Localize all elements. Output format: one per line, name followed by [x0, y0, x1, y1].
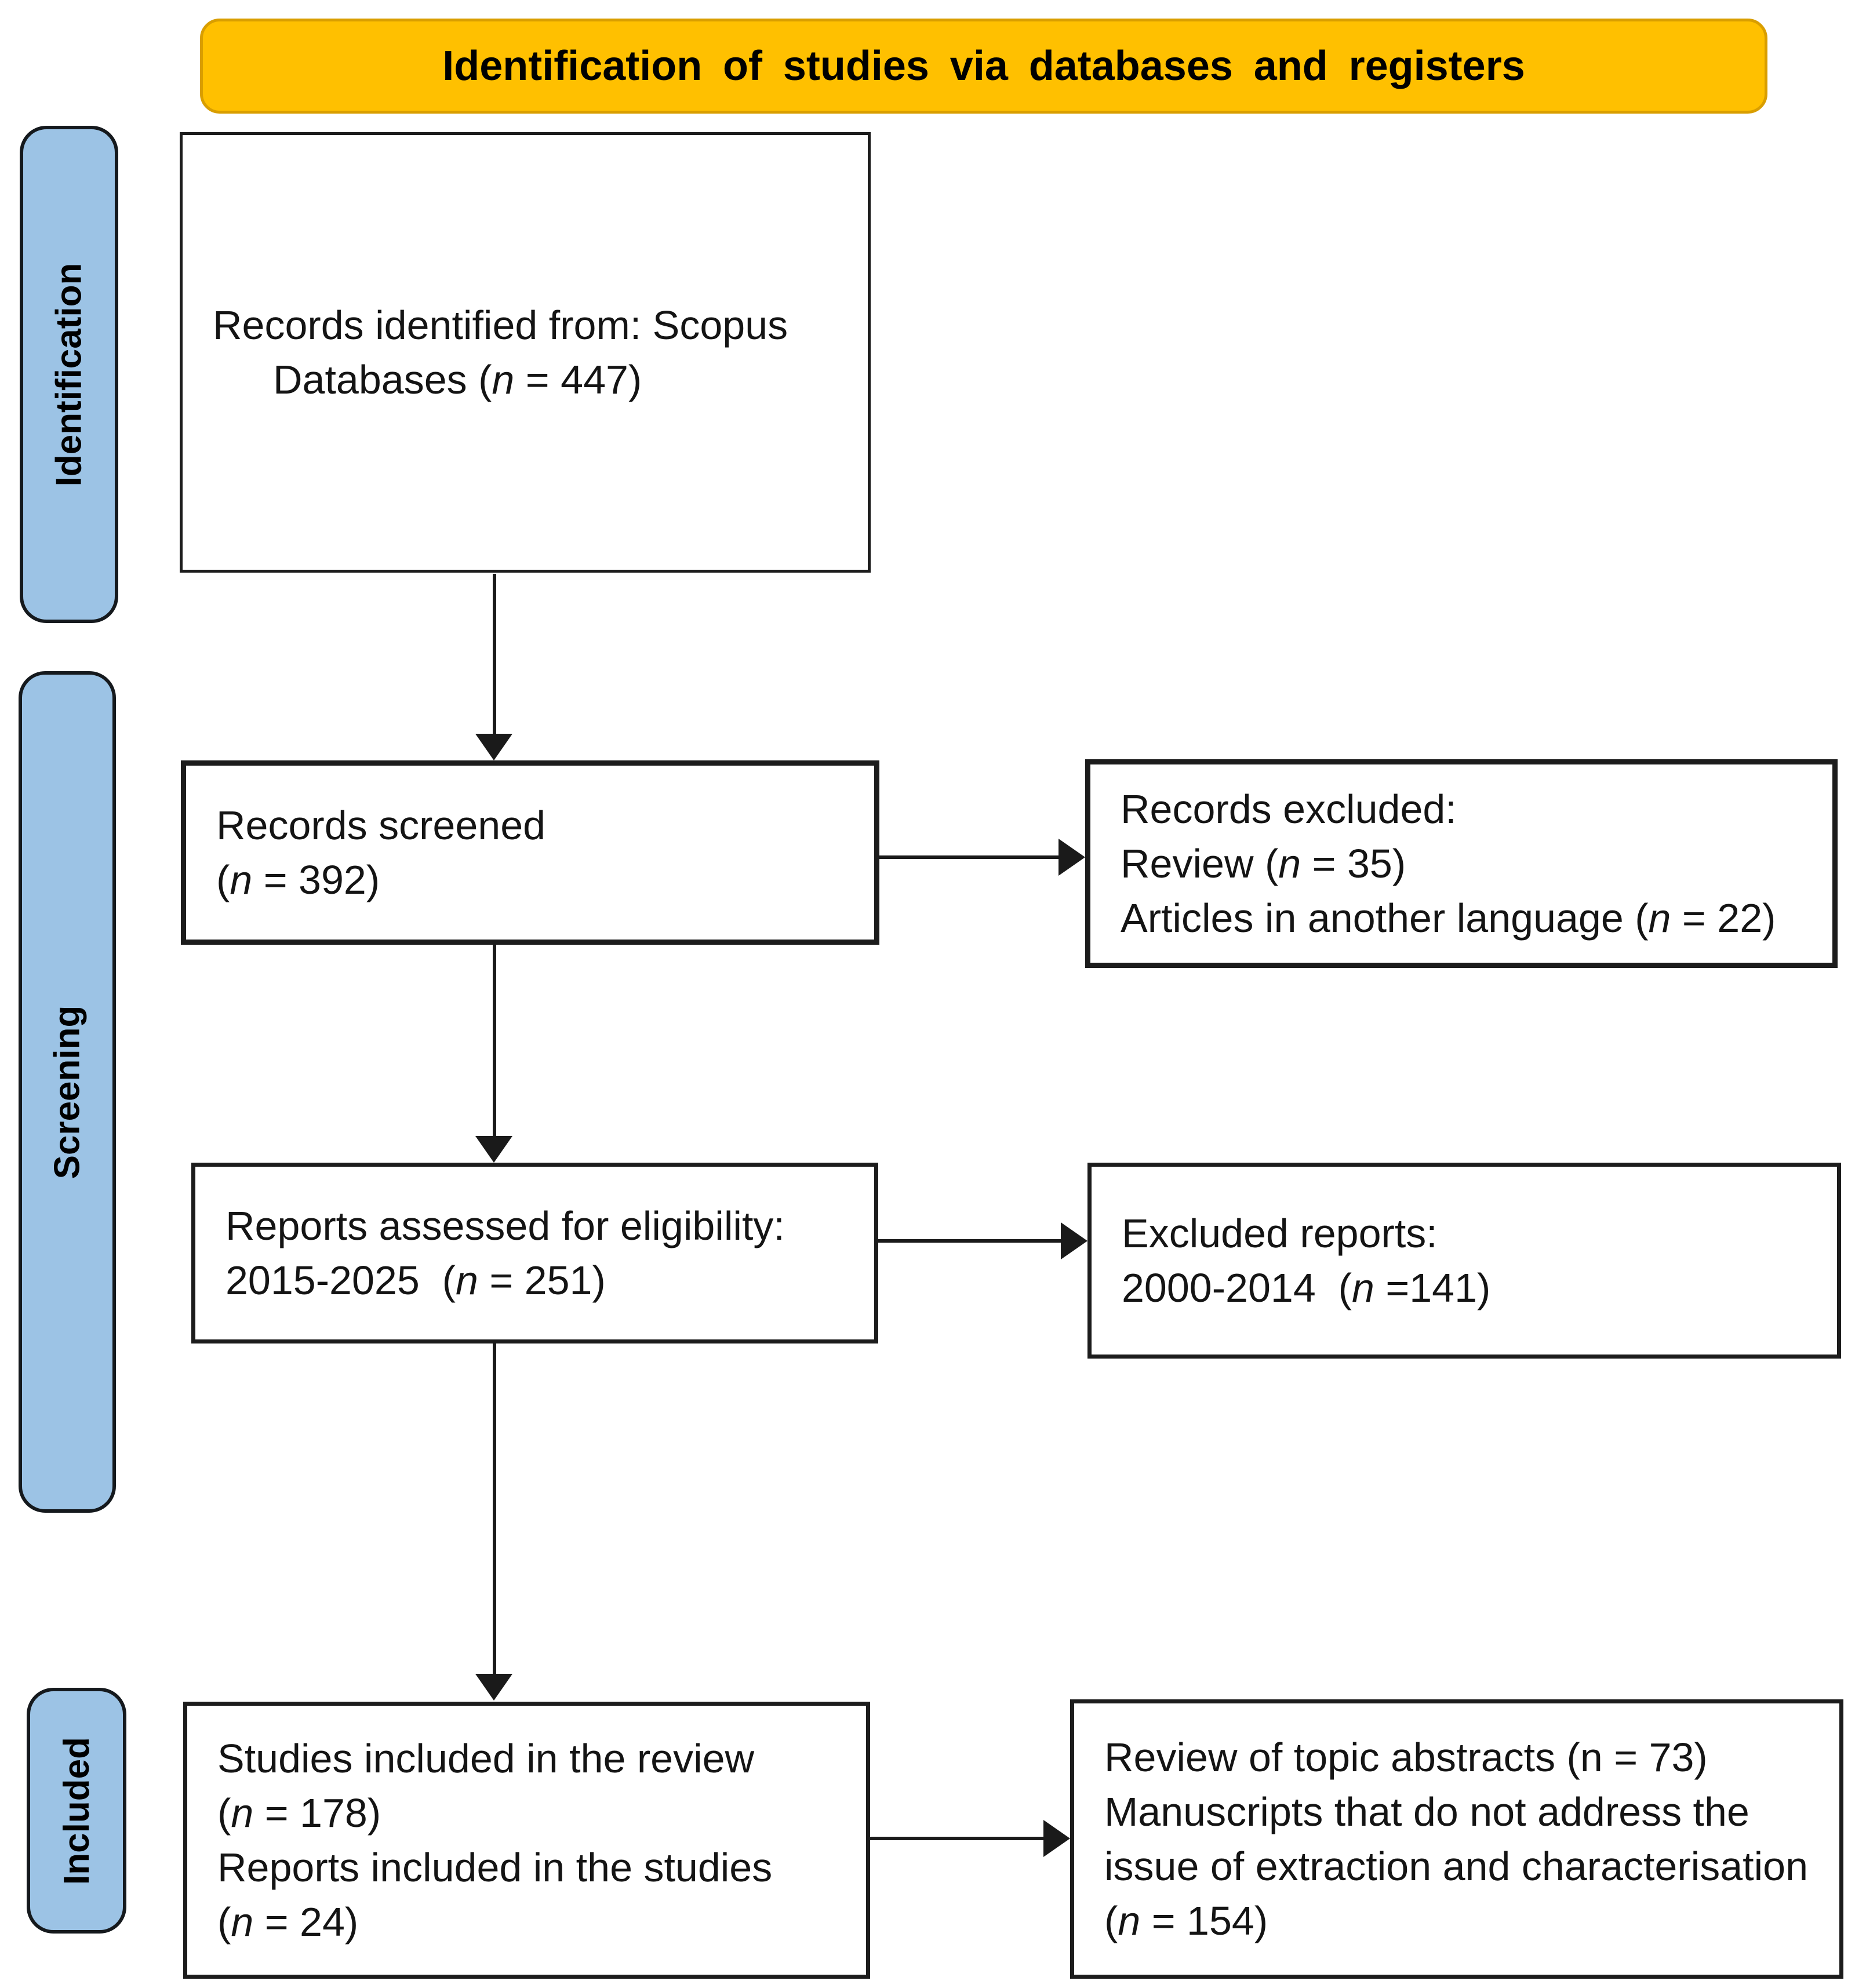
text-segment: Articles in another language ( — [1121, 895, 1649, 941]
text-segment: = 251) — [478, 1258, 606, 1303]
text-line: Databases (n = 447) — [213, 352, 854, 407]
box-records-excluded: Records excluded:Review (n = 35)Articles… — [1085, 759, 1838, 968]
arrow-line — [870, 1837, 1045, 1840]
arrowhead-down-icon — [475, 1136, 512, 1163]
banner-text: Identification of studies via databases … — [442, 43, 1525, 89]
text-line: 2015-2025 (n = 251) — [225, 1253, 860, 1308]
text-segment: Excluded reports: — [1122, 1211, 1438, 1256]
arrowhead-down-icon — [475, 1674, 512, 1701]
text-line: Manuscripts that do not address the — [1104, 1785, 1825, 1839]
text-line: Studies included in the review — [217, 1731, 852, 1786]
text-line: Records excluded: — [1121, 782, 1818, 836]
arrowhead-right-icon — [1043, 1820, 1070, 1857]
box-excluded-reports: Excluded reports: 2000-2014 (n =141) — [1087, 1163, 1841, 1359]
text-line: (n = 24) — [217, 1895, 852, 1949]
text-segment: = 392) — [252, 857, 380, 902]
text-segment: = 447) — [514, 357, 642, 402]
text-segment: 2000-2014 ( — [1122, 1265, 1352, 1310]
text-segment: Review ( — [1121, 841, 1279, 886]
text-segment: Records excluded: — [1121, 787, 1457, 832]
banner-identification-via-databases: Identification of studies via databases … — [200, 19, 1767, 114]
text-segment: 2015-2025 ( — [225, 1258, 456, 1303]
text-segment: = 178) — [253, 1790, 381, 1836]
italic-text-segment: n — [1278, 841, 1301, 886]
text-line: issue of extraction and characterisation — [1104, 1839, 1825, 1894]
italic-text-segment: n — [231, 1899, 254, 1945]
text-segment: Databases ( — [273, 357, 492, 402]
arrowhead-down-icon — [475, 734, 512, 760]
text-line: Excluded reports: — [1122, 1206, 1823, 1261]
text-segment: issue of extraction and characterisation — [1104, 1844, 1808, 1889]
text-line: Records screened — [216, 798, 860, 853]
text-line: (n = 178) — [217, 1786, 852, 1840]
text-line: Reports assessed for eligibility: — [225, 1199, 860, 1253]
text-line: Review of topic abstracts (n = 73) — [1104, 1730, 1825, 1785]
italic-text-segment: n — [1648, 895, 1671, 941]
text-segment: = 22) — [1671, 895, 1776, 941]
arrowhead-right-icon — [1061, 1222, 1087, 1259]
stage-label-screening-text: Screening — [47, 1005, 88, 1179]
text-line: Review (n = 35) — [1121, 836, 1818, 891]
text-segment: ( — [1104, 1898, 1118, 1943]
text-segment: Review of topic abstracts (n = 73) — [1104, 1735, 1708, 1780]
text-segment: ( — [217, 1899, 231, 1945]
italic-text-segment: n — [492, 357, 515, 402]
box-reports-assessed: Reports assessed for eligibility: 2015-20… — [191, 1163, 878, 1343]
text-line: 2000-2014 (n =141) — [1122, 1261, 1823, 1315]
stage-label-included: Included — [27, 1688, 126, 1934]
stage-label-identification-text: Identification — [49, 263, 89, 486]
text-line: Articles in another language (n = 22) — [1121, 891, 1818, 945]
arrow-line — [879, 855, 1060, 859]
text-segment: ( — [216, 857, 230, 902]
stage-label-screening: Screening — [19, 671, 116, 1513]
stage-label-included-text: Included — [56, 1736, 97, 1885]
text-segment: ( — [217, 1790, 231, 1836]
text-segment: = 154) — [1140, 1898, 1268, 1943]
text-segment: Records identified from: Scopus — [213, 303, 788, 348]
italic-text-segment: n — [1351, 1265, 1374, 1310]
arrow-line — [493, 1343, 496, 1677]
arrow-line — [493, 574, 496, 740]
text-segment: = 24) — [253, 1899, 359, 1945]
text-line: (n = 392) — [216, 853, 860, 907]
text-line: (n = 154) — [1104, 1894, 1825, 1948]
text-segment: Studies included in the review — [217, 1736, 755, 1781]
text-segment: Manuscripts that do not address the — [1104, 1789, 1749, 1834]
text-line: Records identified from: Scopus — [213, 298, 854, 352]
text-segment: =141) — [1374, 1265, 1491, 1310]
box-review-of-abstracts: Review of topic abstracts (n = 73) Manusc… — [1070, 1699, 1843, 1979]
text-segment: Reports included in the studies — [217, 1845, 773, 1890]
arrow-line — [878, 1239, 1063, 1243]
arrowhead-right-icon — [1059, 839, 1085, 876]
text-segment: Reports assessed for eligibility: — [225, 1203, 785, 1248]
italic-text-segment: n — [455, 1258, 478, 1303]
arrow-line — [493, 945, 496, 1138]
italic-text-segment: n — [230, 857, 253, 902]
text-segment: Records screened — [216, 803, 546, 848]
box-records-screened: Records screened (n = 392) — [181, 760, 879, 945]
text-segment: = 35) — [1301, 841, 1406, 886]
stage-label-identification: Identification — [20, 126, 118, 623]
text-line: Reports included in the studies — [217, 1840, 852, 1895]
box-studies-included: Studies included in the review(n = 178)R… — [183, 1702, 870, 1979]
italic-text-segment: n — [1118, 1898, 1141, 1943]
italic-text-segment: n — [231, 1790, 254, 1836]
